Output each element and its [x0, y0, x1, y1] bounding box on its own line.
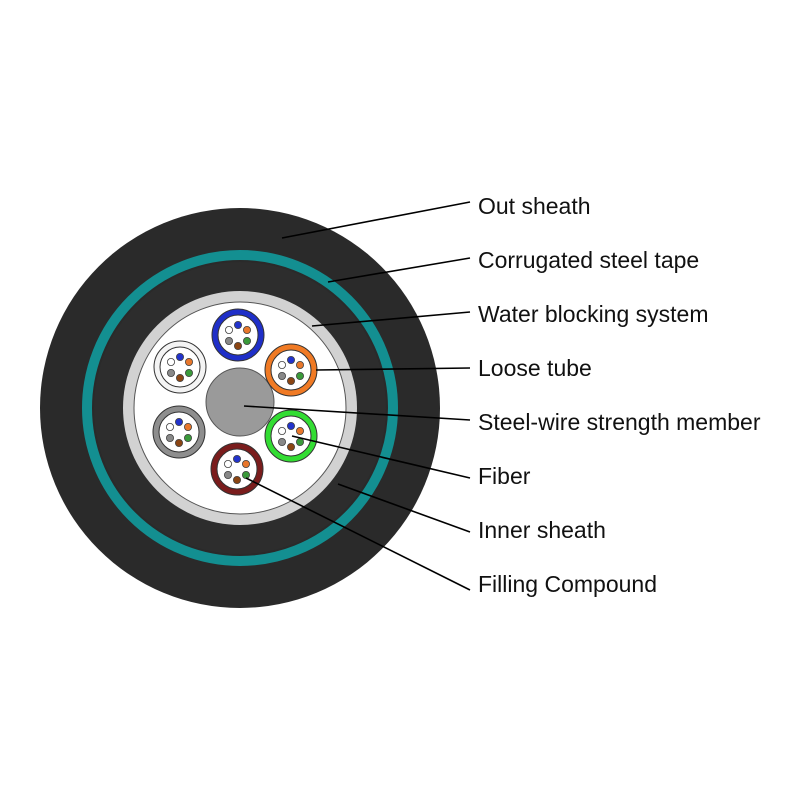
fiber-green	[242, 336, 251, 345]
fiber-gray	[165, 433, 174, 442]
fiber-white	[223, 459, 232, 468]
leader-out-sheath	[281, 201, 471, 239]
loose-tube-gray	[152, 405, 206, 459]
fiber-brown	[286, 442, 295, 451]
leader-corrugated-steel-tape	[327, 257, 471, 283]
leader-fiber	[291, 435, 471, 479]
fiber-orange	[242, 325, 251, 334]
fiber-brown	[233, 341, 242, 350]
label-strength-member: Steel-wire strength member	[478, 409, 761, 435]
fiber-brown	[174, 438, 183, 447]
corrugated-steel-tape	[82, 250, 398, 566]
fiber-green	[241, 470, 250, 479]
fiber-blue	[175, 352, 184, 361]
fiber-gray	[277, 371, 286, 380]
loose-tube-blue	[211, 308, 265, 362]
leader-lines	[243, 201, 471, 591]
fiber-gray	[223, 470, 232, 479]
loose-tube-interior	[217, 314, 259, 356]
fiber-blue	[233, 320, 242, 329]
label-fiber: Fiber	[478, 463, 531, 489]
fiber-orange	[184, 357, 193, 366]
fiber-orange	[241, 459, 250, 468]
fiber-blue	[286, 421, 295, 430]
label-inner-sheath: Inner sheath	[478, 517, 606, 543]
leader-inner-sheath	[337, 483, 471, 533]
fiber-green	[295, 437, 304, 446]
fiber-white	[277, 426, 286, 435]
fiber-white	[224, 325, 233, 334]
fiber-orange	[295, 426, 304, 435]
label-out-sheath: Out sheath	[478, 193, 591, 219]
leader-water-blocking-system	[311, 311, 471, 327]
fiber-gray	[277, 437, 286, 446]
fiber-green	[183, 433, 192, 442]
labels: Out sheath Corrugated steel tape Water b…	[478, 193, 761, 597]
loose-tube-white	[153, 340, 207, 394]
loose-tube-brown	[210, 442, 264, 496]
fiber-orange	[295, 360, 304, 369]
fiber-brown	[286, 376, 295, 385]
label-water-blocking-system: Water blocking system	[478, 301, 709, 327]
fiber-gray	[166, 368, 175, 377]
fiber-brown	[175, 373, 184, 382]
leader-loose-tube	[315, 367, 471, 371]
label-corrugated-steel-tape: Corrugated steel tape	[478, 247, 699, 273]
loose-tube-interior	[159, 346, 201, 388]
loose-tube-orange	[264, 343, 318, 397]
steel-wire-strength-member	[205, 367, 275, 437]
loose-tube-green	[264, 409, 318, 463]
fiber-gray	[224, 336, 233, 345]
fiber-blue	[232, 454, 241, 463]
loose-tubes	[152, 308, 318, 496]
fiber-green	[184, 368, 193, 377]
fiber-blue	[286, 355, 295, 364]
leader-filling-compound	[245, 477, 471, 591]
fiber-white	[277, 360, 286, 369]
fiber-white	[166, 357, 175, 366]
loose-tube-interior	[270, 349, 312, 391]
loose-tube-interior	[270, 415, 312, 457]
cable-layers	[40, 208, 440, 608]
fiber-blue	[174, 417, 183, 426]
leader-strength-member	[243, 405, 471, 421]
fiber-green	[295, 371, 304, 380]
fiber-white	[165, 422, 174, 431]
fiber-orange	[183, 422, 192, 431]
fiber-brown	[232, 475, 241, 484]
label-loose-tube: Loose tube	[478, 355, 592, 381]
loose-tube-interior	[158, 411, 200, 453]
label-filling-compound: Filling Compound	[478, 571, 657, 597]
